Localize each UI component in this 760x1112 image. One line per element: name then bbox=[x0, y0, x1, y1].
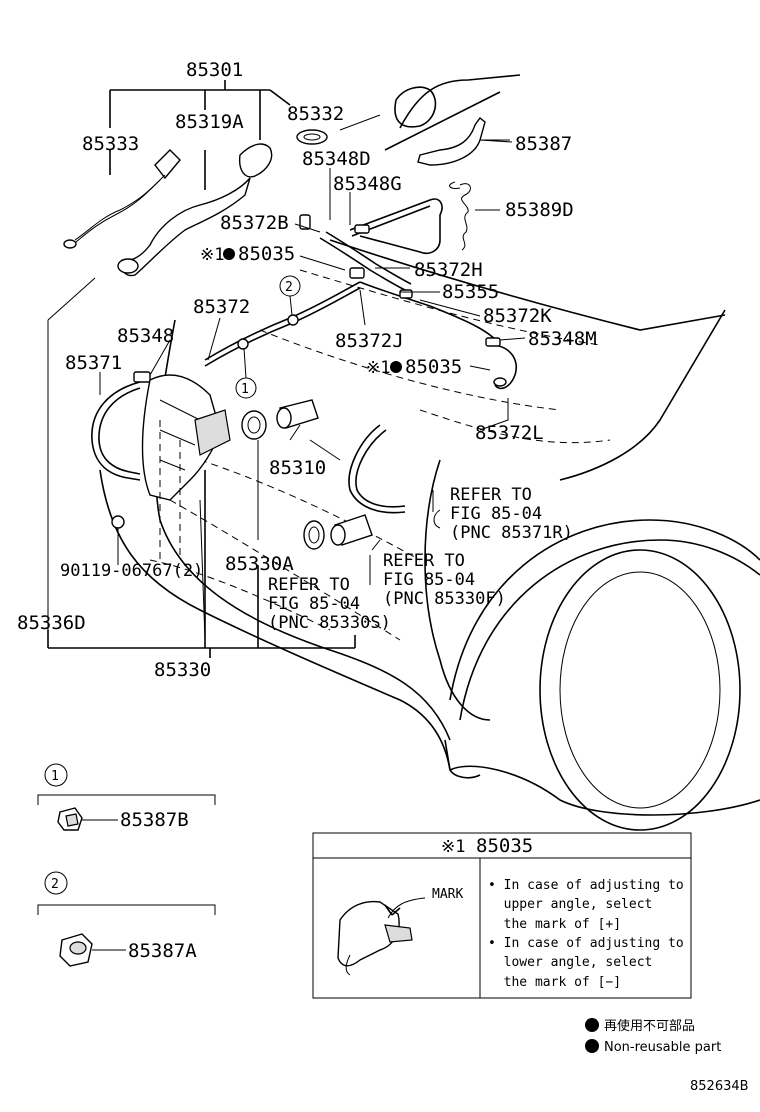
part-bolt-90119 bbox=[111, 515, 125, 560]
leader-lines bbox=[47, 114, 526, 641]
label-85319A: 85319A bbox=[175, 111, 244, 133]
label-85336D: 85336D bbox=[17, 612, 86, 634]
label-85310: 85310 bbox=[269, 457, 326, 479]
svg-text:• In case of adjusting to: • In case of adjusting to bbox=[488, 936, 684, 951]
svg-text:(PNC 85330S): (PNC 85330S) bbox=[268, 613, 391, 633]
svg-text:1: 1 bbox=[241, 382, 249, 397]
svg-text:REFER TO: REFER TO bbox=[383, 551, 465, 571]
label-85330A: 85330A bbox=[225, 553, 294, 575]
label-85387B: 85387B bbox=[120, 809, 189, 831]
part-85319A-filler-neck bbox=[117, 143, 273, 277]
label-85348D: 85348D bbox=[302, 148, 371, 170]
label-85387: 85387 bbox=[515, 133, 572, 155]
svg-text:FIG 85-04: FIG 85-04 bbox=[268, 594, 360, 614]
label-85372J: 85372J bbox=[335, 330, 404, 352]
refer-note-85330F: REFER TO FIG 85-04 (PNC 85330F) bbox=[369, 551, 506, 609]
svg-text:FIG 85-04: FIG 85-04 bbox=[450, 504, 542, 524]
svg-text:FIG 85-04: FIG 85-04 bbox=[383, 570, 475, 590]
label-85372H: 85372H bbox=[414, 259, 483, 281]
inset-85387A: 2 85387A bbox=[37, 871, 216, 967]
svg-text:1: 1 bbox=[51, 769, 59, 784]
label-85348: 85348 bbox=[117, 325, 174, 347]
part-85333-cap-strap bbox=[63, 149, 181, 249]
svg-text:(PNC 85330F): (PNC 85330F) bbox=[383, 589, 506, 609]
non-reusable-dot-icon bbox=[390, 361, 402, 373]
part-85371R-hose bbox=[348, 424, 406, 514]
label-85389D: 85389D bbox=[505, 199, 574, 221]
part-85372L-hose-elbow bbox=[489, 344, 517, 390]
non-reusable-dot-icon bbox=[223, 248, 235, 260]
part-85371-hose bbox=[91, 371, 151, 481]
non-reusable-dot-icon bbox=[585, 1039, 599, 1053]
note-box-85035: ※1 85035 MARK • In case of adjusting to … bbox=[312, 832, 692, 999]
part-85332-gasket bbox=[296, 129, 328, 145]
svg-text:the mark of [+]: the mark of [+] bbox=[488, 917, 621, 932]
label-85372L: 85372L bbox=[475, 422, 544, 444]
label-85035-a: 85035 bbox=[238, 243, 295, 265]
inset-85387B: 1 85387B bbox=[37, 763, 216, 831]
label-85333: 85333 bbox=[82, 133, 139, 155]
part-85310-pump bbox=[276, 399, 373, 546]
svg-text:• In case of adjusting to: • In case of adjusting to bbox=[488, 878, 684, 893]
vehicle-body-outline bbox=[99, 74, 760, 831]
svg-text:REFER TO: REFER TO bbox=[450, 485, 532, 505]
bracket-85301: 85301 bbox=[109, 59, 291, 140]
label-85372K: 85372K bbox=[483, 305, 552, 327]
svg-text:※1: ※1 bbox=[441, 837, 465, 857]
legend-en: Non-reusable part bbox=[604, 1040, 721, 1055]
legend-jp: 再使用不可部品 bbox=[604, 1018, 695, 1034]
svg-text:85035: 85035 bbox=[476, 835, 533, 857]
legend: 再使用不可部品 Non-reusable part bbox=[585, 1018, 721, 1055]
svg-text:2: 2 bbox=[285, 280, 293, 295]
figure-code: 852634B bbox=[690, 1079, 749, 1094]
label-85348M: 85348M bbox=[528, 328, 597, 350]
label-85371: 85371 bbox=[65, 352, 122, 374]
refer-note-85330S: REFER TO FIG 85-04 (PNC 85330S) bbox=[268, 575, 391, 633]
label-85372: 85372 bbox=[193, 296, 250, 318]
svg-text:the mark of [−]: the mark of [−] bbox=[488, 975, 621, 990]
label-85387A: 85387A bbox=[128, 940, 197, 962]
label-85035-b: 85035 bbox=[405, 356, 462, 378]
label-85355: 85355 bbox=[442, 281, 499, 303]
refer-note-85371R: REFER TO FIG 85-04 (PNC 85371R) bbox=[432, 485, 573, 543]
asterisk-marker-b: ※1 bbox=[366, 358, 390, 378]
svg-text:REFER TO: REFER TO bbox=[268, 575, 350, 595]
label-85332: 85332 bbox=[287, 103, 344, 125]
part-labels: 85333 85319A 85332 85387 85348D 85348G 8… bbox=[17, 103, 597, 681]
label-85348G: 85348G bbox=[333, 173, 402, 195]
svg-text:upper angle, select: upper angle, select bbox=[488, 897, 652, 912]
part-85348-joints bbox=[237, 214, 501, 350]
part-85330A-grommet bbox=[241, 410, 325, 550]
bracket-85330 bbox=[47, 470, 356, 658]
svg-text:(PNC 85371R): (PNC 85371R) bbox=[450, 523, 573, 543]
part-washer-tank bbox=[141, 374, 231, 560]
svg-text:2: 2 bbox=[51, 877, 59, 892]
label-85372B: 85372B bbox=[220, 212, 289, 234]
label-85301: 85301 bbox=[186, 59, 243, 81]
circle-marker-1: 1 bbox=[235, 347, 257, 399]
asterisk-marker-a: ※1 bbox=[200, 245, 224, 265]
label-85330: 85330 bbox=[154, 659, 211, 681]
svg-text:lower angle, select: lower angle, select bbox=[488, 955, 652, 970]
mark-label: MARK bbox=[432, 887, 463, 902]
circle-marker-2: 2 bbox=[279, 275, 301, 316]
non-reusable-dot-icon bbox=[585, 1018, 599, 1032]
label-90119-06767: 90119-06767(2) bbox=[60, 561, 203, 581]
